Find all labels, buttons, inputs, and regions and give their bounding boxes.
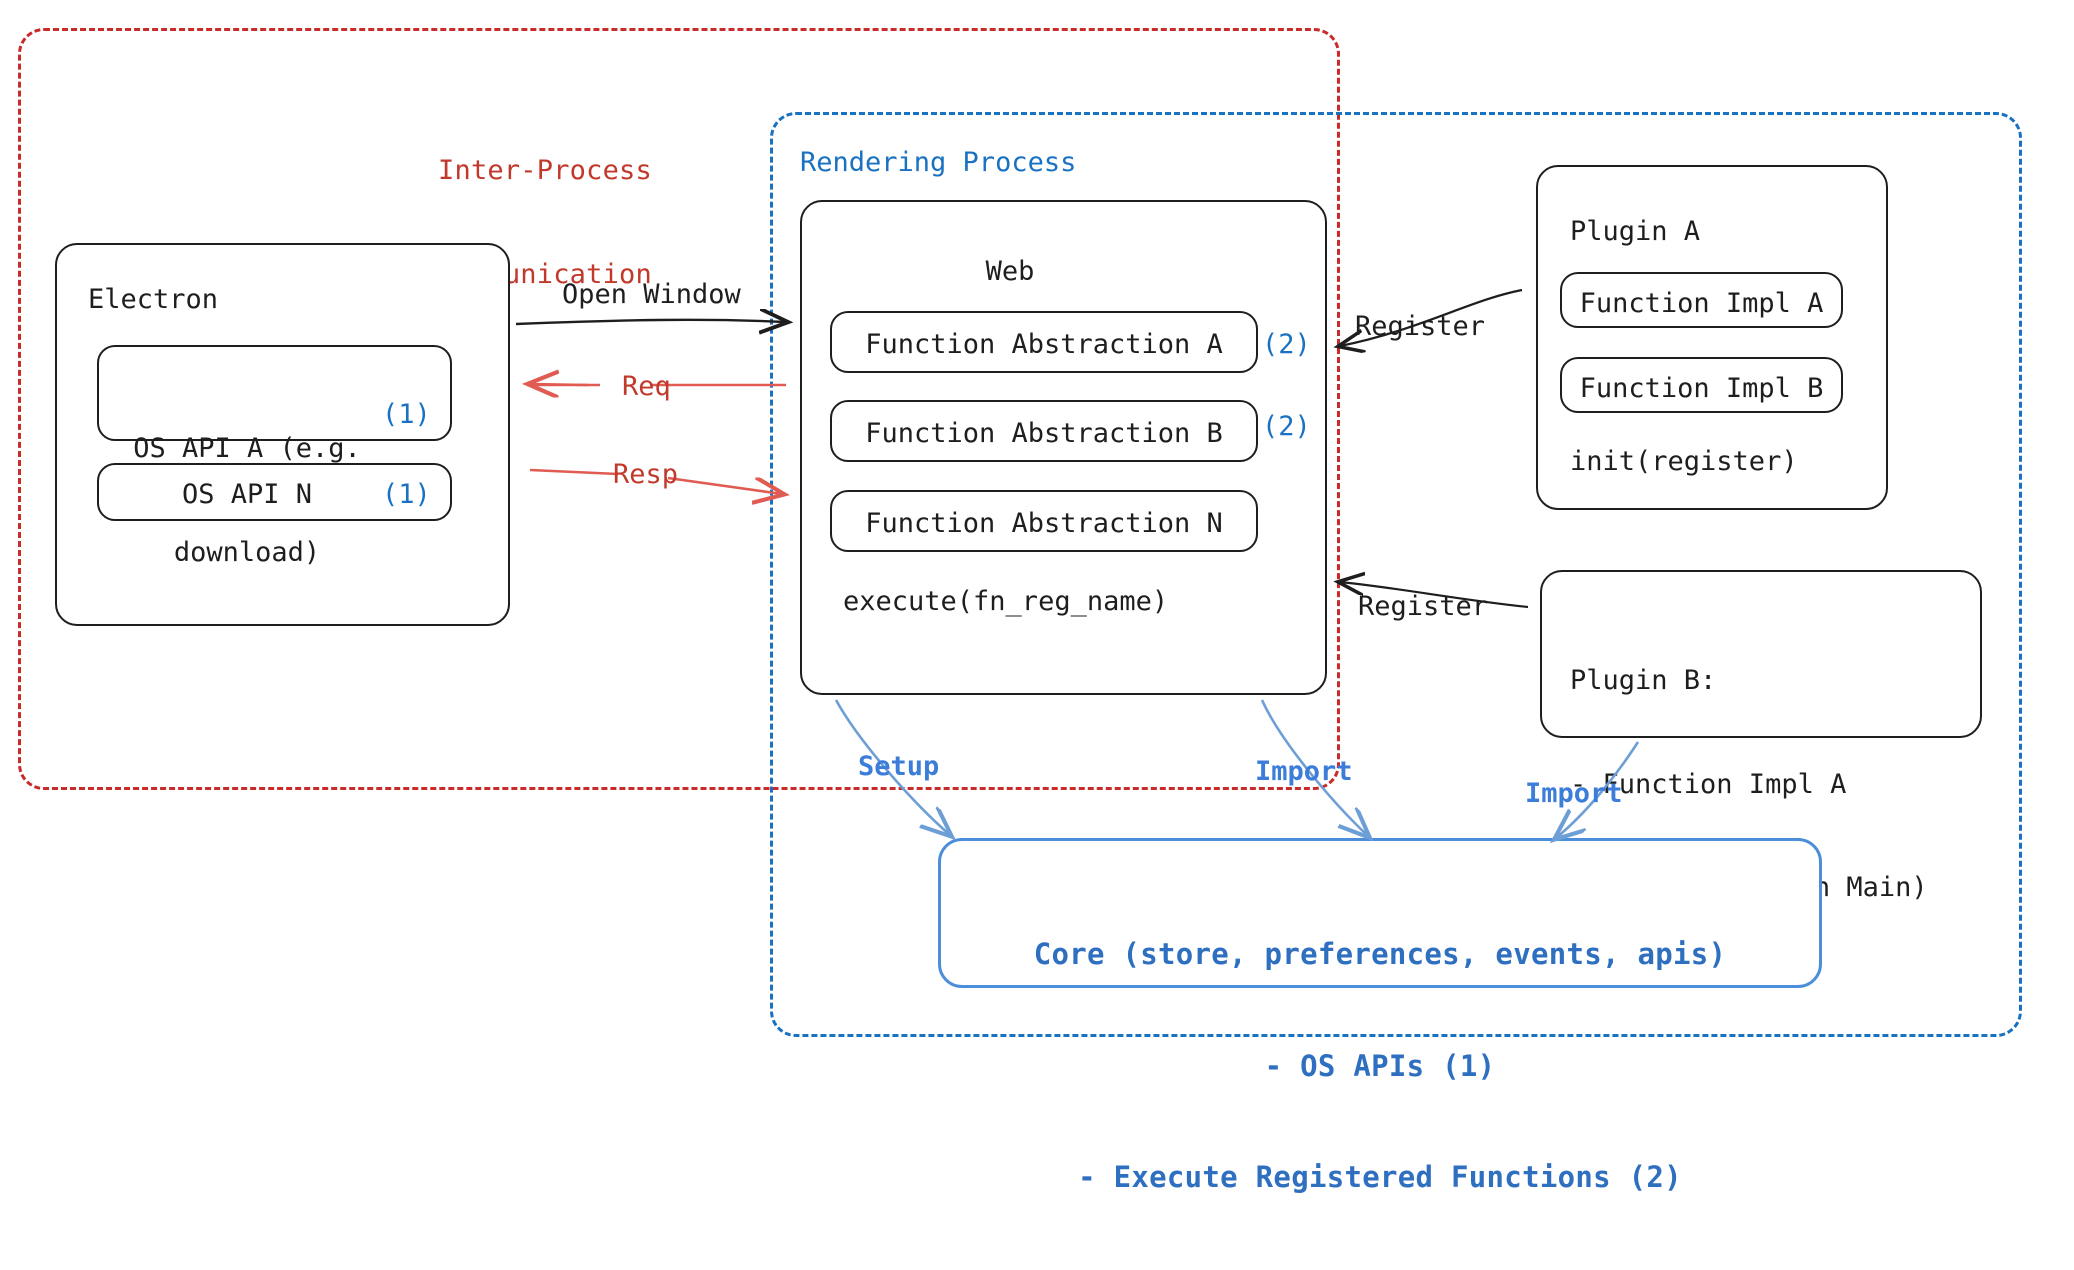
- web-title: Web: [985, 256, 1035, 287]
- edge-label-resp: Resp: [613, 459, 679, 490]
- diagram-canvas: Inter-Process Communication Rendering Pr…: [18, 28, 2022, 1194]
- edge-label-open-window: Open Window: [562, 279, 741, 310]
- plugin-a-init-label: init(register): [1570, 446, 1798, 477]
- plugin-a-function-impl-a-label: Function Impl A: [1579, 288, 1824, 319]
- edge-label-import-plugin-b: Import: [1525, 778, 1623, 809]
- function-abstraction-a-box[interactable]: [830, 311, 1258, 373]
- function-abstraction-a-label: Function Abstraction A: [865, 329, 1223, 360]
- os-api-a-label-line2: download): [173, 536, 321, 568]
- function-abstraction-b-label: Function Abstraction B: [865, 418, 1223, 449]
- group-ipc-label-line1: Inter-Process: [438, 155, 652, 187]
- function-abstraction-a-marker: (2): [1262, 329, 1311, 360]
- group-rendering-process: [770, 112, 2022, 1037]
- group-rendering-process-label: Rendering Process: [800, 147, 1077, 178]
- plugin-b-box[interactable]: [1540, 570, 1982, 738]
- os-api-n-label: OS API N: [181, 479, 313, 510]
- core-line-1: Core (store, preferences, events, apis): [1033, 937, 1727, 972]
- plugin-a-box[interactable]: [1536, 165, 1888, 510]
- function-abstraction-b-box[interactable]: [830, 400, 1258, 462]
- plugin-a-title: Plugin A: [1570, 216, 1701, 247]
- edge-label-register-top: Register: [1355, 311, 1486, 342]
- web-execute-label: execute(fn_reg_name): [843, 586, 1169, 617]
- os-api-n-marker: (1): [382, 479, 431, 510]
- os-api-n-box[interactable]: [97, 463, 452, 521]
- plugin-a-function-impl-a-box[interactable]: [1560, 272, 1843, 328]
- plugin-b-line-1: - Function Impl A: [1570, 768, 1847, 800]
- core-box[interactable]: [938, 838, 1822, 988]
- function-abstraction-b-marker: (2): [1262, 411, 1311, 442]
- function-abstraction-n-label: Function Abstraction N: [865, 508, 1223, 539]
- plugin-b-title: Plugin B:: [1570, 665, 1717, 697]
- core-text: Core (store, preferences, events, apis) …: [938, 862, 1822, 1270]
- os-api-a-marker: (1): [382, 399, 431, 430]
- group-inter-process-communication: [18, 28, 1340, 790]
- plugin-a-function-impl-b-label: Function Impl B: [1579, 373, 1824, 404]
- function-abstraction-n-box[interactable]: [830, 490, 1258, 552]
- os-api-a-label: OS API A (e.g. download): [97, 363, 397, 639]
- core-line-3: - Execute Registered Functions (2): [1078, 1159, 1682, 1194]
- edge-label-setup: Setup: [858, 751, 940, 782]
- edge-label-req: Req: [622, 371, 671, 402]
- edge-label-import-web: Import: [1255, 756, 1353, 787]
- electron-title: Electron: [88, 284, 219, 315]
- os-api-a-label-line1: OS API A (e.g.: [133, 433, 361, 465]
- plugin-a-function-impl-b-box[interactable]: [1560, 357, 1843, 413]
- core-line-2: - OS APIs (1): [1264, 1048, 1496, 1083]
- edge-label-register-bottom: Register: [1358, 591, 1489, 622]
- os-api-a-box[interactable]: [97, 345, 452, 441]
